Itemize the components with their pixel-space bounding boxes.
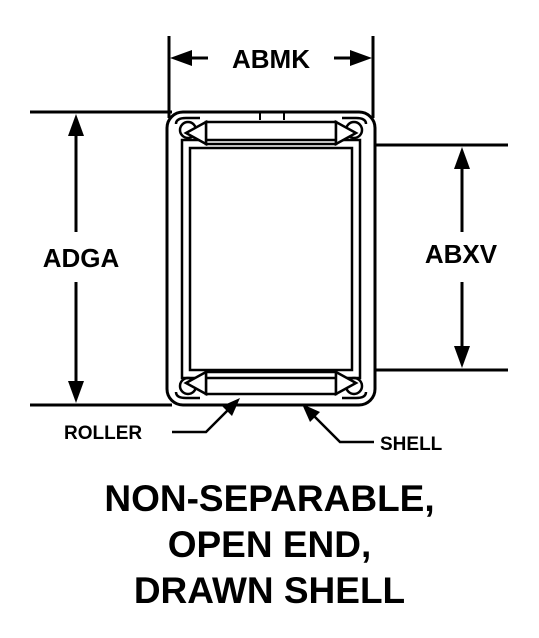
top-roller-end-left	[183, 119, 208, 147]
bottom-roller-body	[204, 370, 338, 396]
adga-arrow-bottom	[68, 381, 84, 403]
abxv-arrow-top	[454, 147, 470, 169]
abxv-arrow-bottom	[454, 346, 470, 368]
roller-leader-line	[172, 403, 235, 434]
bottom-roller-end-left	[183, 369, 208, 397]
shell-callout-label: SHELL	[380, 434, 443, 455]
caption-line-1: NON-SEPARABLE,	[104, 478, 435, 519]
top-left-lip	[174, 116, 200, 125]
roller-leader-arrow	[222, 398, 240, 416]
adga-label: ADGA	[43, 243, 120, 273]
shell-leader-arrow	[302, 404, 320, 422]
cage-body	[188, 146, 354, 372]
abmk-arrow-right	[350, 50, 372, 66]
top-roller-end-right	[334, 119, 359, 147]
shell-wall-inner	[180, 138, 362, 380]
abmk-arrow-left	[170, 50, 192, 66]
top-right-lip	[342, 116, 368, 125]
abxv-label: ABXV	[425, 239, 498, 269]
bottom-right-lip	[342, 391, 368, 400]
bottom-left-lip	[174, 391, 200, 400]
abmk-label: ABMK	[232, 44, 310, 74]
bottom-roller-end-right	[334, 369, 359, 397]
caption-line-2: OPEN END,	[167, 524, 372, 565]
diagram-caption: NON-SEPARABLE, OPEN END, DRAWN SHELL	[0, 476, 539, 614]
shell-leader-line	[307, 409, 374, 444]
roller-callout-label: ROLLER	[64, 423, 142, 444]
adga-arrow-top	[68, 114, 84, 136]
caption-line-3: DRAWN SHELL	[133, 570, 406, 611]
shell-outline-outer	[165, 110, 377, 407]
